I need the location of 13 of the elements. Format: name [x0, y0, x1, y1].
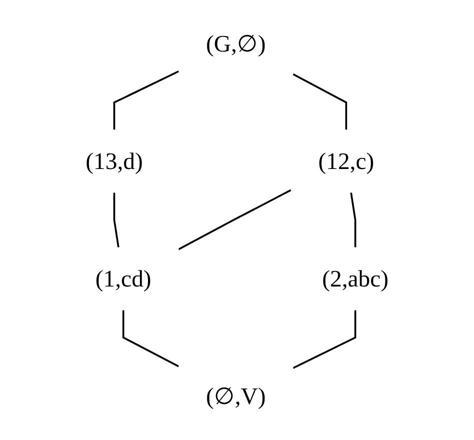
connector — [113, 70, 180, 130]
node-text: (∅,V) — [206, 383, 266, 410]
connector — [292, 73, 348, 130]
node-text: (2,abc) — [322, 266, 388, 292]
node-text: (G,∅) — [206, 30, 266, 57]
connector — [178, 189, 292, 250]
connector — [113, 192, 120, 248]
node-text: (1,cd) — [95, 266, 152, 292]
connector — [350, 192, 356, 248]
connector — [292, 310, 356, 369]
connector — [122, 310, 180, 368]
node-text: (12,c) — [318, 148, 374, 174]
node-text: (13,d) — [86, 148, 143, 174]
